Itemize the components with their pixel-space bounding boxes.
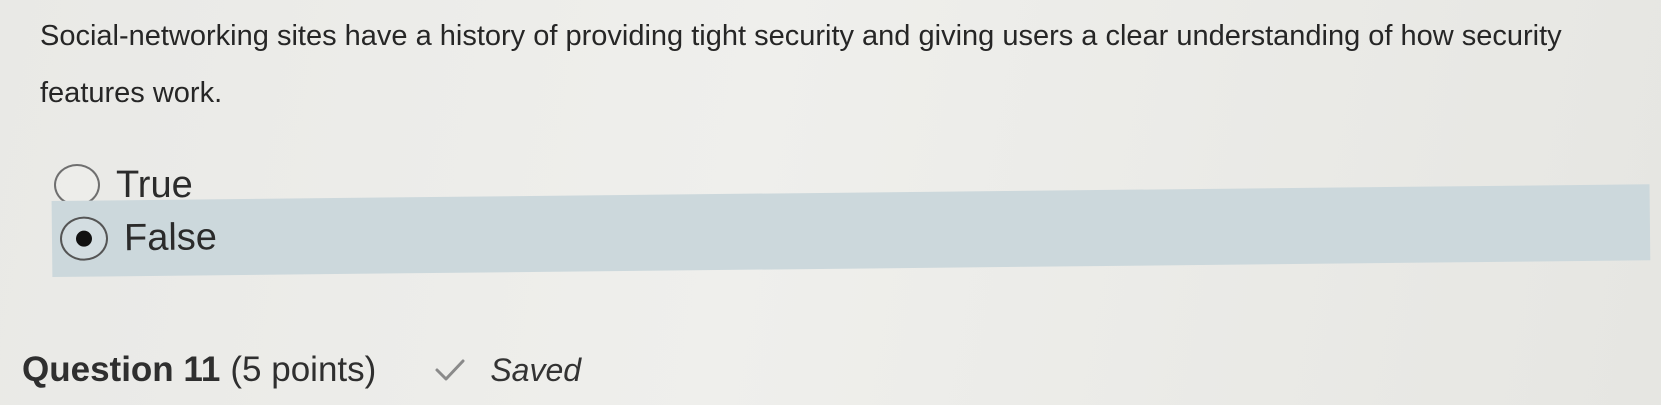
question-text: Social-networking sites have a history o… — [40, 20, 1562, 109]
option-label-true: True — [116, 163, 193, 206]
radio-selected-dot — [75, 230, 93, 247]
question-points: (5 points) — [230, 350, 377, 389]
option-false[interactable]: False — [51, 184, 1651, 277]
option-true[interactable]: True — [54, 154, 193, 216]
question-footer: Question 11 (5 points) Saved — [22, 350, 581, 390]
option-label-false: False — [123, 215, 218, 259]
saved-status: Saved — [490, 351, 582, 388]
check-icon — [435, 359, 465, 381]
radio-button-true[interactable] — [54, 164, 100, 206]
radio-button-false[interactable] — [59, 216, 109, 261]
question-number: Question 11 — [22, 350, 221, 389]
